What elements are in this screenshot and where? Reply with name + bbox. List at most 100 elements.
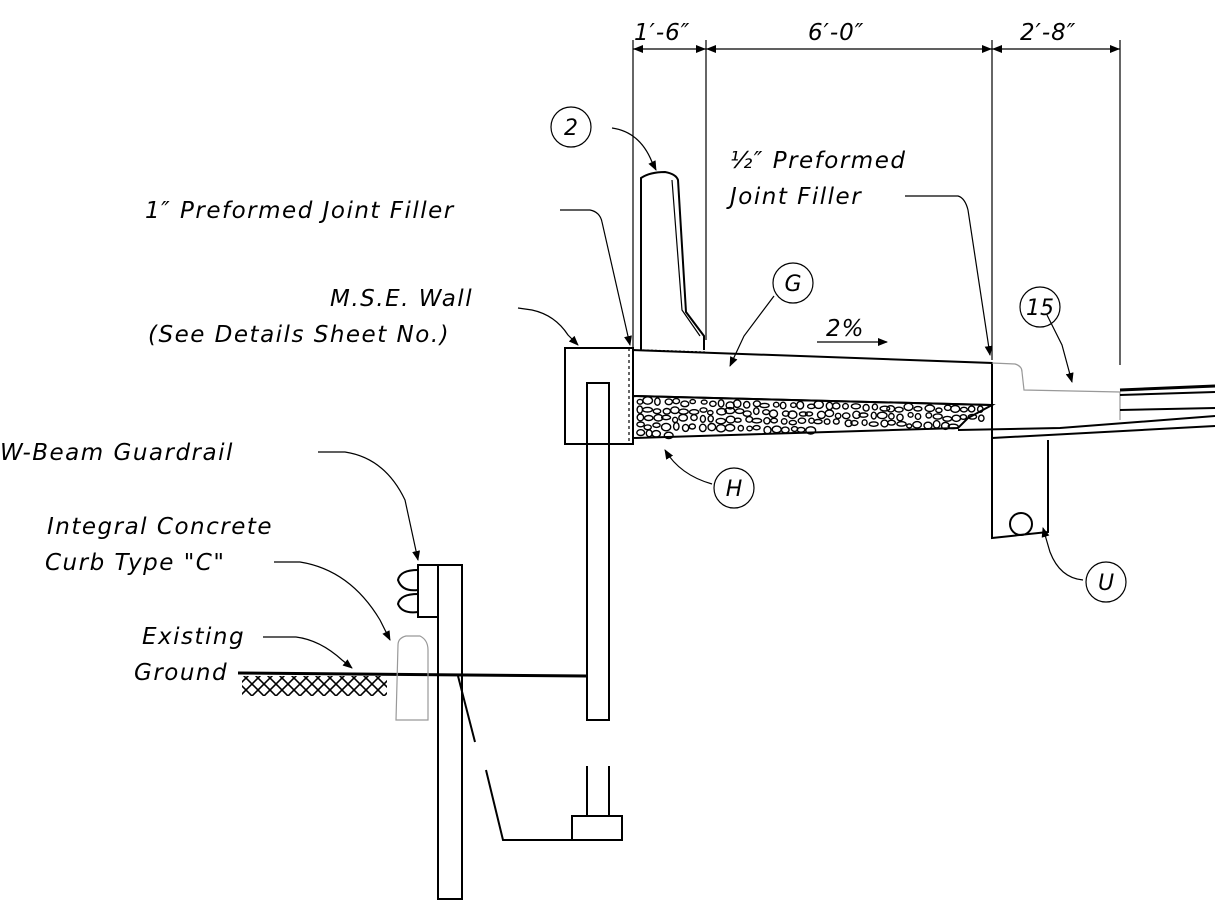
aggregate-stone xyxy=(805,426,817,435)
aggregate-stone xyxy=(763,425,772,435)
aggregate-stone xyxy=(976,405,984,414)
aggregate-stone xyxy=(903,402,914,412)
aggregate-stone xyxy=(779,401,787,410)
aggregate-stone xyxy=(804,411,814,417)
integral-curb-label-line1: Integral Concrete xyxy=(47,514,273,540)
aggregate-stone xyxy=(868,421,879,427)
aggregate-stone xyxy=(894,406,904,413)
aggregate-stone xyxy=(816,410,827,420)
aggregate-stone xyxy=(912,420,923,429)
aggregate-stone xyxy=(896,420,907,427)
callout-u-text: U xyxy=(1098,571,1114,596)
aggregate-stone xyxy=(689,398,697,405)
callout-g-text: G xyxy=(784,272,801,297)
aggregate-stone xyxy=(699,407,708,413)
aggregate-stone xyxy=(787,410,798,420)
guardrail-post xyxy=(395,564,572,900)
aggregate-stone xyxy=(734,408,745,415)
aggregate-stone xyxy=(680,400,690,408)
aggregate-stone xyxy=(742,400,751,409)
dimension-2ft8in: 2′-8″ xyxy=(1020,20,1076,46)
aggregate-stone xyxy=(823,418,831,425)
aggregate-stone xyxy=(879,405,891,412)
aggregate-stone xyxy=(707,414,715,423)
aggregate-stone xyxy=(770,417,779,424)
aggregate-stone xyxy=(796,426,806,433)
aggregate-stone xyxy=(870,411,877,420)
aggregate-stone xyxy=(861,419,868,427)
aggregate-stone xyxy=(724,423,736,432)
aggregate-stone xyxy=(798,411,808,417)
aggregate-stone xyxy=(825,401,834,411)
aggregate-stone xyxy=(771,425,782,434)
aggregate-stone xyxy=(950,404,961,414)
dimension-6ft0in: 6′-0″ xyxy=(808,20,864,46)
aggregate-stone xyxy=(707,422,717,432)
aggregate-stone xyxy=(790,402,797,409)
aggregate-stone xyxy=(654,397,661,406)
aggregate-stone xyxy=(935,407,943,414)
aggregate-stone xyxy=(672,421,680,431)
aggregate-stone xyxy=(699,414,707,424)
callout-h-text: H xyxy=(726,477,743,502)
existing-ground xyxy=(237,671,588,696)
callout-u: U xyxy=(1085,561,1127,603)
one-inch-joint-filler-label: 1″ Preformed Joint Filler xyxy=(145,198,455,224)
aggregate-stone xyxy=(700,399,708,405)
aggregate-stone xyxy=(717,399,725,408)
aggregate-stone xyxy=(887,419,897,426)
half-inch-joint-filler-label-line2: Joint Filler xyxy=(726,184,862,210)
aggregate-stone xyxy=(858,412,869,418)
aggregate-stone xyxy=(690,414,698,422)
aggregate-stone xyxy=(651,429,662,438)
aggregate-stone xyxy=(670,406,680,415)
aggregate-stone xyxy=(715,423,727,433)
aggregate-stone xyxy=(672,397,681,405)
aggregate-stone xyxy=(763,416,771,425)
aggregate-stone xyxy=(780,426,790,434)
aggregate-stone xyxy=(813,418,823,425)
aggregate-stone xyxy=(751,417,763,424)
integral-curb-label-line2: Curb Type "C" xyxy=(45,550,225,576)
callout-15: 15 xyxy=(1019,286,1061,328)
aggregate-stone xyxy=(914,412,922,421)
aggregate-stone xyxy=(660,414,672,421)
aggregate-stone xyxy=(951,414,962,423)
aggregate-stone xyxy=(788,419,798,426)
aggregate-stone xyxy=(880,419,889,428)
aggregate-stone xyxy=(967,405,976,413)
callout-h: H xyxy=(713,467,755,509)
aggregate-stone xyxy=(932,413,943,420)
aggregate-stone xyxy=(967,413,978,420)
aggregate-stone xyxy=(959,406,969,413)
curb-and-pavement xyxy=(957,362,1215,540)
aggregate-stone xyxy=(653,413,664,422)
aggregate-stone xyxy=(772,401,780,408)
existing-ground-label-line2: Ground xyxy=(134,660,228,686)
callout-15-text: 15 xyxy=(1026,296,1054,321)
aggregate-stone xyxy=(715,417,727,425)
aggregate-stone xyxy=(862,403,870,412)
mse-wall-label-line1: M.S.E. Wall xyxy=(330,286,473,312)
aggregate-stone xyxy=(850,403,862,410)
aggregate-stone xyxy=(688,423,697,430)
aggregate-stone xyxy=(645,429,653,438)
aggregate-stone xyxy=(678,413,689,422)
aggregate-stone xyxy=(832,418,840,425)
aggregate-stone xyxy=(942,415,953,422)
aggregate-stone xyxy=(824,409,835,418)
aggregate-stone xyxy=(977,414,985,423)
aggregate-stone xyxy=(761,409,771,416)
callout-2: 2 xyxy=(550,106,592,148)
aggregate-stone xyxy=(876,411,888,420)
aggregate-stone xyxy=(852,410,861,420)
aggregate-stone xyxy=(808,417,815,424)
aggregate-stone xyxy=(664,398,674,406)
aggregate-stone xyxy=(746,425,753,432)
aggregate-stone xyxy=(842,402,850,410)
aggregate-stone xyxy=(752,424,761,431)
aggregate-stone xyxy=(886,404,896,413)
aggregate-stone xyxy=(641,406,654,413)
